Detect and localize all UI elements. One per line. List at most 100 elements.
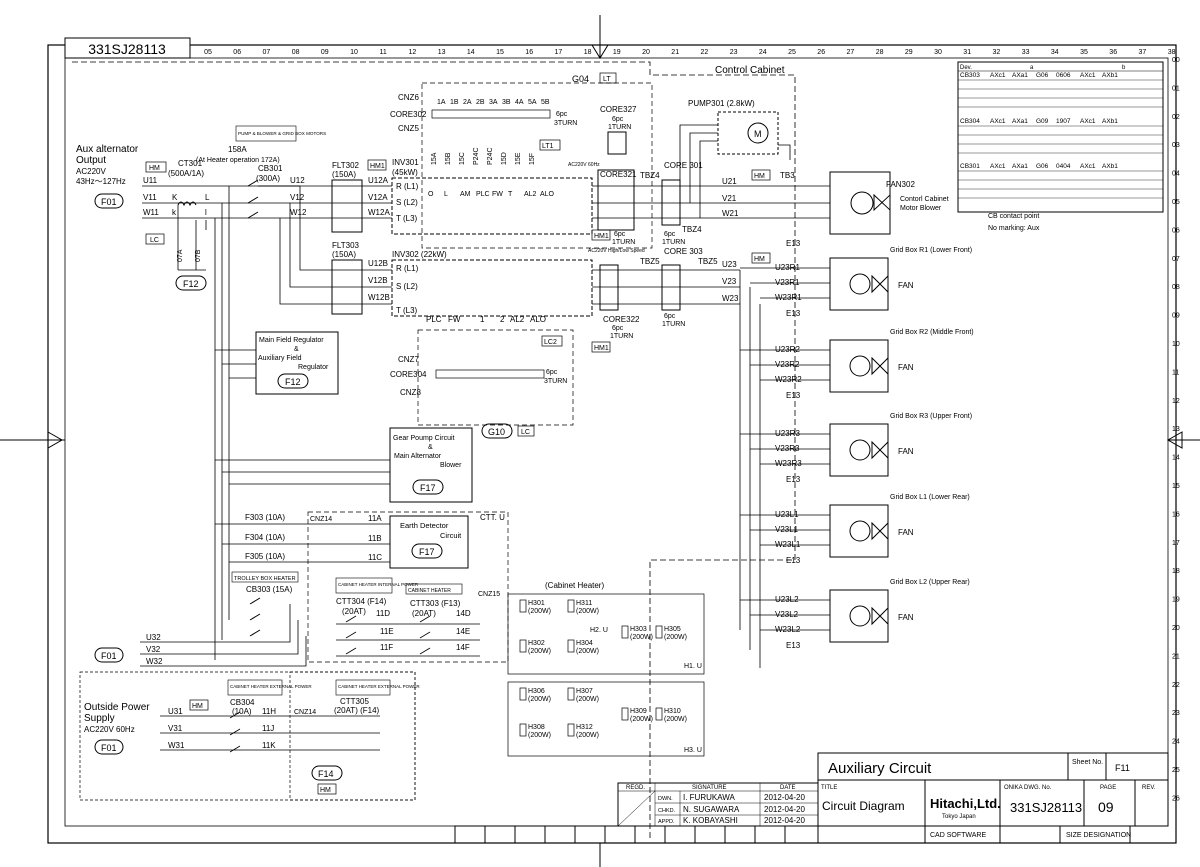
f305-label: F305 (10A) xyxy=(245,552,285,561)
column-number: 10 xyxy=(350,49,358,56)
pump301-wires xyxy=(679,124,791,218)
heater-element-icon xyxy=(567,687,575,701)
hm1-tag-2-label: HM1 xyxy=(594,233,609,240)
grid-terminal-label: U23R3 xyxy=(775,429,800,438)
f12-left: F12 xyxy=(183,279,199,289)
column-number: 13 xyxy=(438,49,446,56)
heater-watt: (200W) xyxy=(576,648,599,655)
heater-watt: (200W) xyxy=(630,634,653,641)
column-number: 23 xyxy=(730,49,738,56)
hm-boundary xyxy=(289,671,416,801)
f12-box-mfr xyxy=(277,373,309,389)
core321-label: CORE321 xyxy=(600,170,637,179)
cnz6-label: CNZ6 xyxy=(398,93,419,102)
outer-frame xyxy=(47,44,1177,844)
inv301-box xyxy=(391,177,593,235)
tbz5-b: TBZ5 xyxy=(698,257,718,266)
fan-motor-icon xyxy=(849,355,871,377)
size: SIZE DESIGNATION xyxy=(1066,832,1131,839)
column-number: 34 xyxy=(1051,49,1059,56)
cabinet-heater-title: (Cabinet Heater) xyxy=(545,581,604,590)
grid-bus xyxy=(739,270,761,668)
row-number: 10 xyxy=(1172,341,1180,348)
column-number: 37 xyxy=(1139,49,1147,56)
mfr-l3: Auxiliary Field xyxy=(258,355,302,362)
heater-watt: (200W) xyxy=(528,648,551,655)
three-turn-1: 3TURN xyxy=(554,120,577,127)
fan-label: FAN xyxy=(898,613,914,622)
grid-terminal-label: U23R1 xyxy=(775,263,800,272)
one-turn-303: 1TURN xyxy=(662,321,685,328)
heater-watt: (200W) xyxy=(576,608,599,615)
cb-table-cell: CB303 xyxy=(960,72,980,79)
heater-element-icon xyxy=(519,687,527,701)
control-cabinet-boundary xyxy=(72,61,796,840)
inv301-s: S (L2) xyxy=(396,198,418,207)
row-number: 14 xyxy=(1172,455,1180,462)
center-mark-top xyxy=(591,15,609,59)
core301-label: CORE 301 xyxy=(664,161,703,170)
dwg-no: 331SJ28113 xyxy=(1010,800,1082,815)
drawing-number-box xyxy=(64,37,191,59)
plc-row-label: 1 xyxy=(480,315,485,324)
v32-label: V32 xyxy=(146,645,161,654)
inv302-name: INV302 (22kW) xyxy=(392,250,447,259)
ct301-rating: (500A/1A) xyxy=(168,169,204,178)
f14-label: F14 xyxy=(318,769,334,779)
column-number: 18 xyxy=(584,49,592,56)
core322-box xyxy=(599,264,619,311)
terminal-bottom-label: AL2 xyxy=(524,191,537,198)
gear-pump-l4: Blower xyxy=(440,462,462,469)
l-label: L xyxy=(205,193,210,202)
lt-tag xyxy=(599,72,617,84)
terminal-top-label: 15B xyxy=(445,152,452,165)
six-pc-1: 6pc xyxy=(556,111,568,118)
row-number: 06 xyxy=(1172,227,1180,234)
cb301-l1: 158A xyxy=(228,145,247,154)
heater-name: H312 xyxy=(576,724,593,731)
regd: REGD. xyxy=(626,785,645,791)
heater-watt: (200W) xyxy=(664,634,687,641)
column-number: 15 xyxy=(496,49,504,56)
w21-label: W21 xyxy=(722,209,739,218)
cb-table-cell: AXb1 xyxy=(1102,72,1118,79)
inv301-out-wires xyxy=(592,185,680,219)
gear-pump-l2: & xyxy=(428,444,433,451)
fan302-motor xyxy=(850,191,874,215)
hm-tag-5 xyxy=(317,783,337,795)
t11e: 11E xyxy=(380,627,394,636)
w31-label: W31 xyxy=(168,741,185,750)
t14f: 14F xyxy=(456,643,470,652)
heater-watt: (200W) xyxy=(528,608,551,615)
cb304-name: CB304 xyxy=(230,698,255,707)
cb-table-cell: CB304 xyxy=(960,118,980,125)
f12-box-left xyxy=(175,275,207,291)
mfr-l2: & xyxy=(294,346,299,353)
six-pc-301: 6pc xyxy=(664,231,676,238)
fan-label: FAN xyxy=(898,363,914,372)
grid-box-title: Grid Box R2 (Middle Front) xyxy=(890,329,974,336)
plc-row-label: FW xyxy=(448,315,461,324)
terminal-bottom-label: O xyxy=(428,191,434,198)
ctt-boundary xyxy=(307,511,509,663)
u12a-label: U12A xyxy=(368,176,389,185)
cb-table-cell: 0404 xyxy=(1056,163,1071,170)
row-number: 20 xyxy=(1172,625,1180,632)
inv302-r: R (L1) xyxy=(396,264,419,273)
title-lbl: TITLE xyxy=(821,785,837,791)
row-number: 01 xyxy=(1172,85,1180,92)
f01-box-bottom xyxy=(94,739,124,755)
terminal-bottom-label: AM xyxy=(460,191,471,198)
hm-tag-2 xyxy=(751,169,771,181)
cb-table-cell: AXc1 xyxy=(990,72,1006,79)
f12-mfr: F12 xyxy=(285,377,301,387)
aux-alt-l1: Aux alternator xyxy=(76,144,139,155)
d3: 2012-04-20 xyxy=(764,816,805,825)
six-pc-321: 6pc xyxy=(614,231,626,238)
dwg-lbl: ONIKA DWG. No. xyxy=(1004,785,1052,791)
cnz6-pin-label: 1A xyxy=(437,99,446,106)
t11c: 11C xyxy=(368,553,382,562)
fan-blade-icon xyxy=(871,274,889,294)
